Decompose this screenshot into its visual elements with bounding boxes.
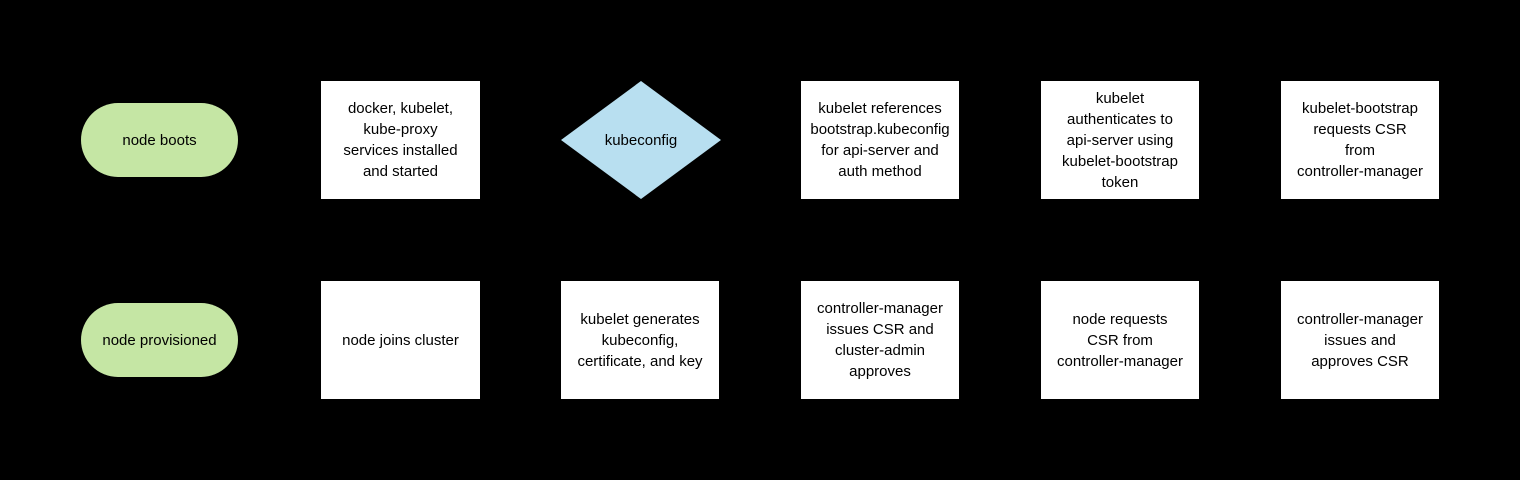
flow-node-node-requests-csr[interactable]: node requests CSR from controller-manage…: [1041, 281, 1199, 399]
flow-node-kubelet-generates-kubeconfig[interactable]: kubelet generates kubeconfig, certificat…: [561, 281, 719, 399]
flow-node-label: node boots: [122, 131, 197, 149]
flow-node-label: controller-manager issues and approves C…: [1297, 310, 1423, 370]
flow-node-label: kubelet references bootstrap.kubeconfig …: [810, 100, 950, 180]
flow-node-kubelet-bootstrap-requests-csr[interactable]: kubelet-bootstrap requests CSR from cont…: [1281, 81, 1439, 199]
flow-node-node-joins-cluster[interactable]: node joins cluster: [321, 281, 480, 399]
flow-node-label: node joins cluster: [342, 331, 459, 349]
flow-node-label: node requests CSR from controller-manage…: [1057, 310, 1183, 370]
flow-node-kubelet-references-bootstrap[interactable]: kubelet references bootstrap.kubeconfig …: [801, 81, 959, 199]
flow-node-services-installed[interactable]: docker, kubelet, kube-proxy services ins…: [321, 81, 480, 199]
flow-node-kubelet-authenticates[interactable]: kubelet authenticates to api-server usin…: [1041, 81, 1199, 199]
decision-diamond-shape: [561, 81, 721, 199]
flow-node-label: kubelet-bootstrap requests CSR from cont…: [1297, 100, 1423, 180]
flow-node-label: controller-manager issues CSR and cluste…: [817, 300, 943, 380]
flow-node-node-boots[interactable]: node boots: [81, 103, 238, 177]
flow-node-label: node provisioned: [102, 331, 217, 349]
flow-node-label: docker, kubelet, kube-proxy services ins…: [343, 100, 458, 180]
flow-node-kubeconfig-decision[interactable]: kubeconfig: [561, 81, 721, 199]
flow-node-label: kubelet generates kubeconfig, certificat…: [577, 310, 703, 370]
flow-node-controller-manager-issues-approves[interactable]: controller-manager issues and approves C…: [1281, 281, 1439, 399]
flow-node-label: kubelet authenticates to api-server usin…: [1062, 89, 1178, 191]
flow-node-controller-manager-issues-csr[interactable]: controller-manager issues CSR and cluste…: [801, 281, 959, 399]
flow-node-node-provisioned[interactable]: node provisioned: [81, 303, 238, 377]
flow-node-label: kubeconfig: [604, 131, 678, 149]
